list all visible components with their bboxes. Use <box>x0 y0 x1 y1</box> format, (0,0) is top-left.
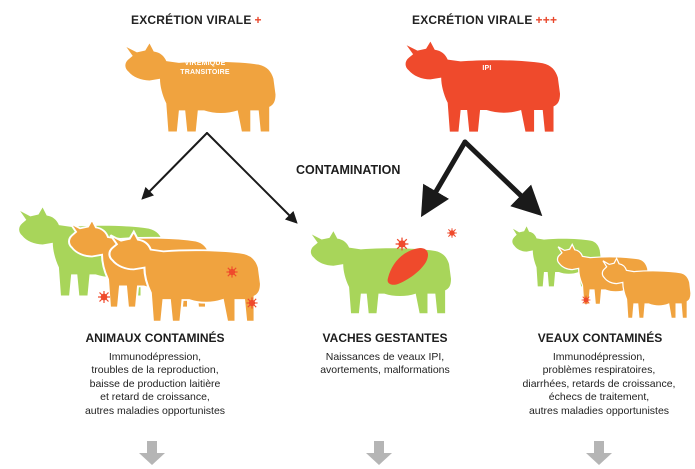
viral-excretion-label: EXCRÉTION VIRALE <box>412 13 533 27</box>
contamination-label: CONTAMINATION <box>296 163 400 177</box>
viral-excretion-level: +++ <box>536 13 558 27</box>
column-title-calves: VEAUX CONTAMINÉS <box>520 331 680 345</box>
pregnant-cow-illustration <box>311 228 457 313</box>
arrow-ipi-to-pregnant <box>424 142 465 212</box>
column-title-pregnant: VACHES GESTANTES <box>310 331 460 345</box>
down-arrow-middle <box>366 441 392 465</box>
column-description-calves: Immunodépression, problèmes respiratoire… <box>505 351 693 418</box>
viremic-cow-illustration <box>125 44 275 132</box>
arrow-viremic-to-animals <box>143 133 207 198</box>
viral-excretion-label: EXCRÉTION VIRALE <box>131 13 252 27</box>
column-description-pregnant: Naissances de veaux IPI, avortements, ma… <box>300 351 470 378</box>
viral-excretion-low-header: EXCRÉTION VIRALE+ <box>131 13 262 27</box>
arrow-viremic-to-pregnant <box>207 133 296 222</box>
contamination-arrows <box>143 133 538 222</box>
column-title-animals: ANIMAUX CONTAMINÉS <box>70 331 240 345</box>
ipi-cow-label: IPI <box>472 64 502 73</box>
column-description-animals: Immunodépression, troubles de la reprodu… <box>55 351 255 418</box>
ipi-cow-illustration <box>406 42 560 132</box>
down-arrow-left <box>139 441 165 465</box>
viremic-cow-label: VIRÉMIQUE TRANSITOIRE <box>170 59 240 77</box>
arrow-ipi-to-calves <box>465 142 538 212</box>
viral-excretion-high-header: EXCRÉTION VIRALE+++ <box>412 13 557 27</box>
contaminated-calves-illustration <box>512 226 691 318</box>
viral-excretion-level: + <box>255 13 262 27</box>
down-arrow-right <box>586 441 612 465</box>
contaminated-animals-illustration <box>19 208 261 322</box>
